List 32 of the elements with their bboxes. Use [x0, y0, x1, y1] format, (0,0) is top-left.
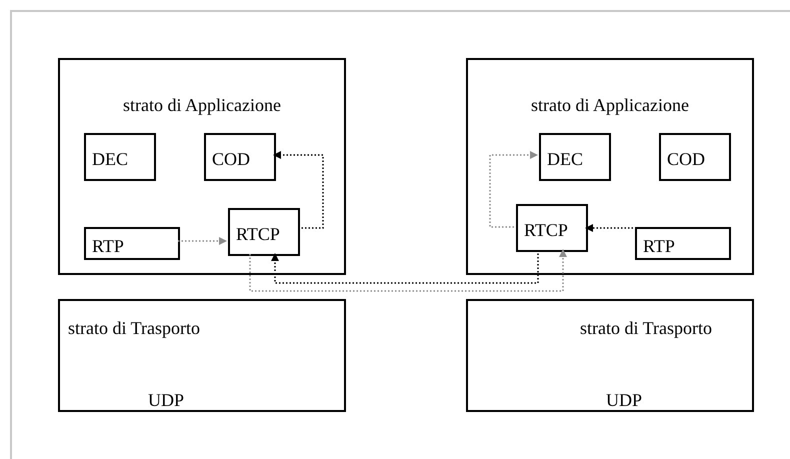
module-label: RTCP — [524, 221, 568, 239]
module-label: UDP — [148, 391, 184, 409]
layer-box — [58, 299, 346, 412]
module-label: RTCP — [236, 225, 280, 243]
dotted-arrow — [178, 237, 227, 245]
module-box — [659, 133, 731, 181]
module-box — [228, 208, 300, 256]
module-box — [84, 133, 156, 181]
module-label: UDP — [606, 391, 642, 409]
layer-title: strato di Trasporto — [68, 319, 200, 337]
dotted-arrow — [249, 249, 567, 292]
dotted-arrow — [273, 151, 324, 229]
module-label: COD — [212, 150, 250, 168]
module-box — [204, 133, 276, 181]
layer-box — [466, 58, 754, 275]
module-box — [84, 227, 180, 260]
layer-box — [466, 299, 754, 412]
dotted-arrow — [271, 250, 539, 284]
dotted-arrow — [585, 224, 633, 232]
module-box — [635, 227, 731, 260]
module-box — [516, 204, 588, 252]
layer-title: strato di Trasporto — [580, 319, 712, 337]
module-label: COD — [667, 150, 706, 168]
layer-title: strato di Applicazione — [122, 96, 282, 114]
layer-title: strato di Applicazione — [530, 96, 690, 114]
module-label: DEC — [547, 150, 583, 168]
module-box — [539, 133, 611, 181]
layer-box — [58, 58, 346, 275]
module-label: RTP — [92, 236, 124, 254]
dotted-arrow — [489, 151, 538, 228]
module-label: DEC — [92, 150, 128, 168]
module-label: RTP — [643, 236, 675, 254]
